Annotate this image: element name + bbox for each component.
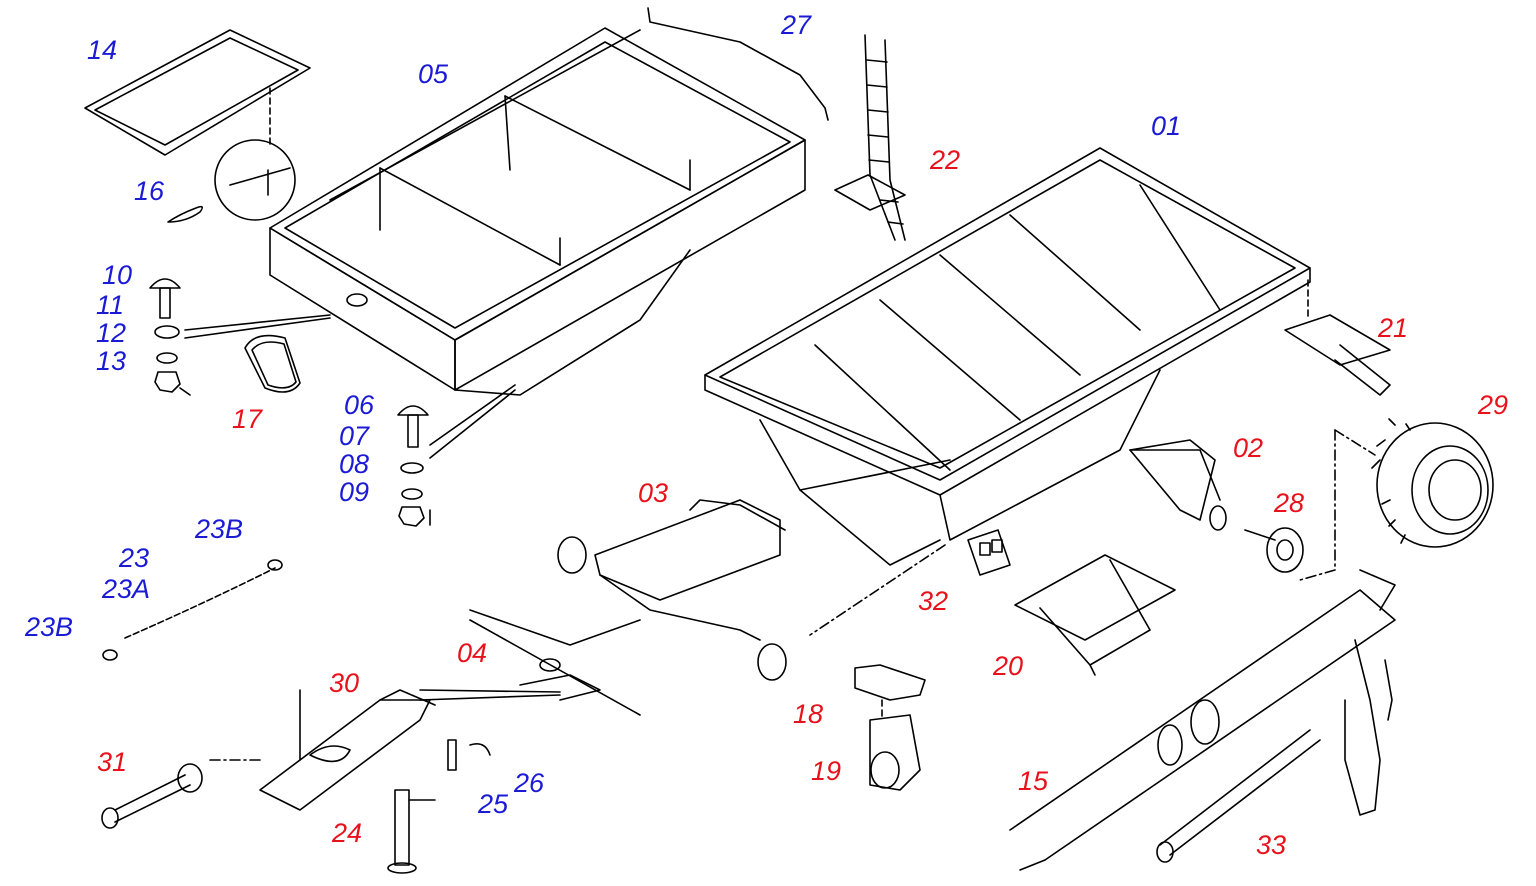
part-label-14: 14 [87, 35, 118, 65]
lid-panel-drawing [84, 29, 311, 156]
upper-box-frame-drawing [269, 27, 806, 396]
part-label-26: 26 [514, 768, 545, 798]
drive-shaft-drawing [1156, 729, 1321, 863]
pin-detail-drawing [167, 139, 296, 223]
part-label-17: 17 [232, 404, 263, 434]
part-label-29: 29 [1478, 390, 1509, 420]
part-label-07: 07 [339, 421, 370, 451]
gasket-drawing [244, 334, 301, 393]
bolt-set-upper-drawing [149, 278, 331, 396]
axle-hub-drawing [1129, 439, 1304, 573]
auger-tube-drawing [1009, 569, 1396, 871]
part-label-27: 27 [781, 10, 812, 40]
axle-frame-drawing [469, 499, 787, 681]
part-label-10: 10 [102, 260, 133, 290]
bearing-bracket-drawing [854, 664, 926, 791]
jack-stand-drawing [387, 739, 491, 874]
part-label-25: 25 [478, 789, 509, 819]
part-label-20: 20 [993, 651, 1024, 681]
control-box-drawing [809, 529, 1011, 636]
drawbar-drawing [259, 689, 561, 811]
bolt-set-lower-drawing [397, 384, 516, 527]
part-label-23: 23 [119, 543, 150, 573]
part-label-03: 03 [638, 478, 669, 508]
wheel-drawing [1299, 418, 1494, 581]
pto-shaft-drawing [101, 759, 261, 829]
rod-drawing [647, 7, 829, 121]
part-label-06: 06 [344, 390, 375, 420]
part-label-11: 11 [96, 290, 125, 320]
ladder-drawing [834, 34, 906, 241]
part-label-08: 08 [339, 449, 370, 479]
part-label-22: 22 [930, 145, 961, 175]
part-label-31: 31 [97, 747, 128, 777]
hopper-main-drawing [704, 147, 1311, 566]
part-label-09: 09 [339, 477, 370, 507]
part-label-16: 16 [134, 176, 165, 206]
part-label-21: 21 [1378, 313, 1409, 343]
part-label-12: 12 [96, 318, 127, 348]
part-label-23a: 23A [102, 574, 151, 604]
part-label-32: 32 [918, 586, 949, 616]
part-label-33: 33 [1256, 830, 1287, 860]
part-label-28: 28 [1274, 488, 1305, 518]
part-label-04: 04 [457, 638, 488, 668]
part-label-23b-left: 23B [25, 612, 74, 642]
part-label-18: 18 [793, 699, 824, 729]
part-label-01: 01 [1151, 111, 1182, 141]
part-label-13: 13 [96, 346, 127, 376]
part-label-24: 24 [332, 818, 363, 848]
part-label-23b-top: 23B [195, 514, 244, 544]
chain-drawing [102, 559, 283, 661]
part-label-15: 15 [1018, 766, 1049, 796]
part-label-30: 30 [329, 668, 360, 698]
part-label-02: 02 [1233, 433, 1264, 463]
part-label-05: 05 [418, 59, 449, 89]
funnel-drawing [1014, 554, 1176, 676]
bracket-drawing [1284, 279, 1391, 396]
linkage-drawing [469, 619, 641, 716]
part-label-19: 19 [811, 756, 842, 786]
